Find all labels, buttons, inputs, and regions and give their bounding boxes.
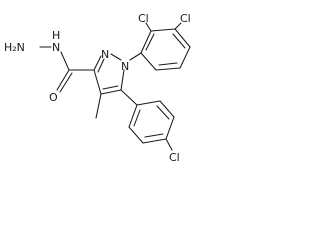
bond-ring2-b-inner	[156, 105, 170, 120]
bond-ring1-b	[150, 28, 176, 32]
bond-ring1-cl-para	[174, 22, 182, 30]
hydrazide-nh-nitrogen-label: N	[52, 41, 60, 54]
para-chlorine-label: Cl	[180, 12, 191, 25]
chlorophenyl-chlorine-label: Cl	[169, 151, 180, 164]
bond-n1-aryl	[129, 52, 142, 61]
ortho-chlorine-label: Cl	[138, 12, 149, 25]
bond-ring2-cl	[165, 138, 173, 151]
pyrazole-n1-label: N	[121, 60, 129, 73]
bond-ring1-c	[174, 28, 191, 48]
bond-ring2-d-inner	[144, 133, 164, 138]
bond-carbonyl-c-o-1	[56, 69, 70, 91]
carbonyl-oxygen-label: O	[49, 91, 58, 104]
bond-n2-n1	[110, 53, 122, 61]
bond-c4-c3	[93, 69, 102, 95]
bond-ring1-f	[140, 52, 157, 71]
bond-ring2-a	[136, 100, 161, 106]
bond-nh-carbonyl-c	[60, 51, 70, 71]
bond-c3-n2-1	[93, 55, 102, 71]
bond-ring2-b	[159, 100, 175, 118]
bond-ring2-c	[165, 116, 175, 140]
bond-ring1-c-inner	[172, 33, 186, 49]
bond-ring2-f	[128, 104, 138, 128]
bond-c3-n2-2	[97, 58, 105, 73]
bond-ring2-f-inner	[133, 109, 141, 127]
pyrazole-n2-label: N	[101, 48, 109, 61]
bonds	[39, 22, 191, 151]
bond-c4-methyl	[95, 93, 102, 119]
molecule-structure-diagram: H₂N N H O N N Cl Cl Cl	[4, 12, 191, 164]
hydrazine-amine-label: H₂N	[4, 41, 25, 54]
bond-ring1-d	[179, 46, 191, 69]
bond-n1-c5	[120, 69, 125, 91]
bond-ring2-e	[128, 126, 144, 144]
bond-ring1-e-inner	[158, 62, 178, 66]
bond-c5-aryl	[120, 89, 138, 106]
bond-c5-c4-1	[100, 89, 122, 95]
hydrazide-nh-hydrogen-label: H	[52, 29, 60, 42]
bond-ring2-d	[142, 138, 167, 144]
bond-c5-c4-2	[102, 85, 119, 90]
atom-labels: H₂N N H O N N Cl Cl Cl	[4, 12, 191, 164]
bond-ring1-e	[155, 67, 181, 71]
bond-carbonyl-c-o-2	[59, 72, 73, 93]
bond-ring1-a	[140, 30, 152, 54]
bond-ring1-a-inner	[145, 33, 155, 51]
bond-ring1-cl-ortho	[145, 22, 152, 32]
